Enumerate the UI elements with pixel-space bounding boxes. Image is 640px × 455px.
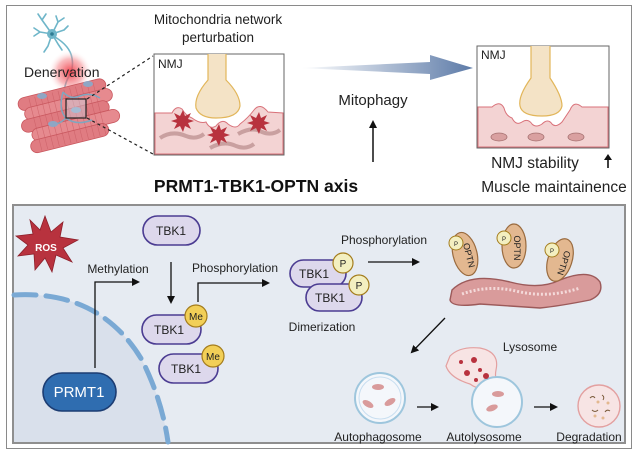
p-badge-2	[348, 274, 370, 296]
tbk1-label: TBK1	[156, 224, 186, 238]
optn-label: OPTN	[512, 235, 522, 260]
nmj-left-label: NMJ	[158, 57, 183, 71]
progression-arrow	[300, 55, 473, 80]
axis-title: PRMT1-TBK1-OPTN axis	[154, 176, 358, 196]
nmj-perturbed-panel	[153, 53, 285, 156]
tbk1-label: TBK1	[171, 362, 201, 376]
phosphorylation-label-2: Phosphorylation	[341, 233, 427, 247]
prmt1-label: PRMT1	[54, 384, 105, 401]
autolysosome-label: Autolysosome	[446, 430, 522, 444]
p-badge-optn-2	[496, 230, 512, 246]
p-label: P	[454, 242, 458, 248]
tbk1-label: TBK1	[299, 267, 329, 281]
zoom-line-bottom	[86, 117, 154, 155]
muscle-bundle-icon	[17, 78, 121, 154]
autophagosome-label: Autophagosome	[334, 430, 422, 444]
degradation-icon	[577, 384, 621, 428]
up-arrow-icon	[604, 154, 612, 168]
mitophagy-label: Mitophagy	[338, 92, 408, 109]
p-badge-1	[332, 252, 354, 274]
ros-label: ROS	[35, 243, 57, 254]
engulfment-arrow	[410, 317, 446, 354]
p-label: P	[550, 249, 554, 255]
ros-burst-icon	[171, 110, 270, 146]
tbk1-dimer-node-2	[305, 283, 363, 312]
tbk1-label: TBK1	[315, 291, 345, 305]
p-badge-optn-1	[448, 235, 464, 251]
p-label: P	[502, 237, 506, 243]
mitochondrion-icon	[449, 273, 602, 309]
degradation-label: Degradation	[556, 430, 621, 444]
nucleus	[11, 292, 171, 445]
autolysosome-icon	[445, 347, 523, 428]
nmj-healthy-panel	[476, 45, 610, 149]
p-label: P	[356, 281, 363, 292]
prmt1-node	[42, 372, 117, 412]
dimerization-label: Dimerization	[289, 320, 356, 334]
zoom-region-box	[65, 98, 87, 119]
nmj-right-label: NMJ	[481, 48, 506, 62]
me-label: Me	[189, 312, 203, 323]
tbk1-node	[142, 215, 201, 246]
phosphorylation-label-1: Phosphorylation	[192, 261, 278, 275]
methylation-label: Methylation	[87, 262, 148, 276]
tbk1-label: TBK1	[154, 323, 184, 337]
me-label: Me	[206, 352, 220, 363]
me-badge-2	[201, 344, 225, 368]
me-badge-1	[184, 304, 208, 328]
denervation-label: Denervation	[24, 64, 100, 80]
p-label: P	[340, 259, 347, 270]
methylation-arrow	[94, 278, 140, 368]
optn-group	[448, 223, 574, 282]
zoom-line-top	[86, 55, 154, 100]
perturbation-title-line1: Mitochondria network	[154, 12, 283, 27]
p-badge-optn-3	[544, 242, 560, 258]
phosphorylation-arrow-1	[197, 279, 270, 302]
outcome-line2: Muscle maintainence	[481, 179, 627, 196]
outcome-line1: NMJ stability	[491, 155, 579, 172]
perturbation-title-line2: perturbation	[182, 30, 254, 45]
autophagosome-icon	[354, 372, 406, 424]
ros-star-icon	[14, 214, 80, 274]
lysosome-label: Lysosome	[503, 340, 558, 354]
